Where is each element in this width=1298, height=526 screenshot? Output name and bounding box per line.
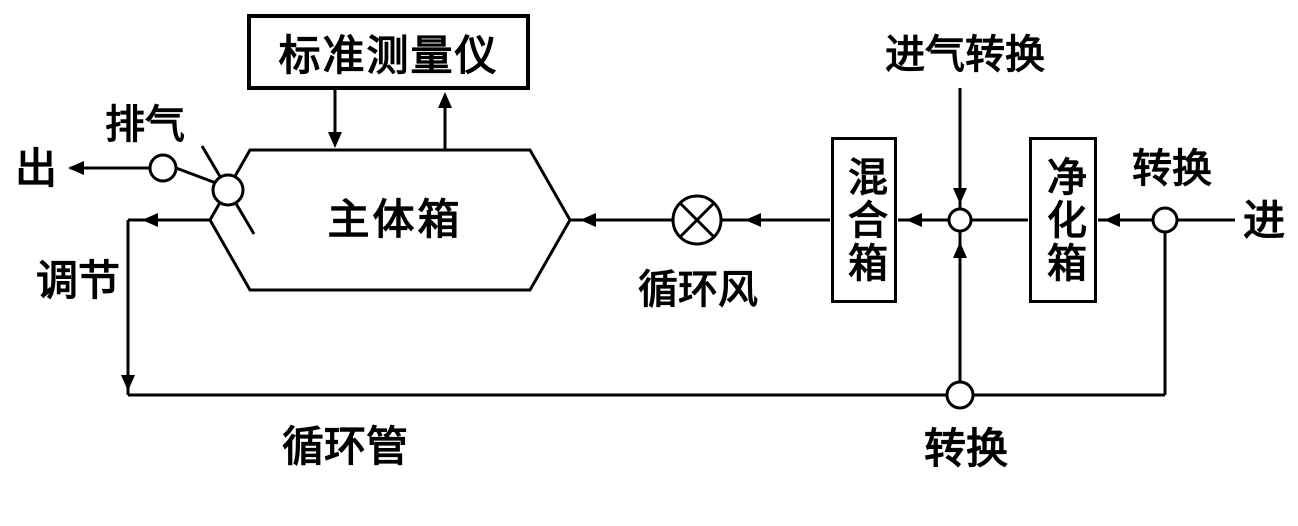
exhaust-label: 排气 bbox=[105, 103, 185, 147]
junction-node-icon bbox=[947, 207, 973, 233]
arrow-meter-down bbox=[328, 132, 342, 148]
out-label: 出 bbox=[14, 145, 57, 192]
circulating-fan-label: 循环风 bbox=[638, 268, 758, 312]
arrow-left-vertical-down bbox=[121, 375, 135, 391]
standard-meter-label: 标准测量仪 bbox=[278, 31, 499, 79]
standard-meter-box: 标准测量仪 bbox=[247, 14, 530, 90]
arrow-intake-down bbox=[953, 188, 967, 204]
regulate-label: 调节 bbox=[35, 257, 120, 304]
arrow-meter-up bbox=[438, 92, 452, 108]
intake-switch-label: 进气转换 bbox=[885, 33, 1045, 77]
switch-bottom-node-icon bbox=[945, 380, 975, 410]
exhaust-node-icon bbox=[148, 153, 178, 183]
valve-icon bbox=[211, 173, 245, 207]
switch-right-label: 转换 bbox=[1132, 147, 1212, 191]
circulation-pipe-label: 循环管 bbox=[281, 423, 408, 470]
arrow-into-mainbox bbox=[580, 213, 596, 227]
arrow-into-mixer bbox=[906, 213, 922, 227]
fan-icon-x2 bbox=[678, 201, 716, 239]
mixing-box-label: 混合箱 bbox=[842, 155, 886, 285]
inlet-label: 进 bbox=[1242, 197, 1285, 244]
arrow-exhaust-left bbox=[68, 161, 84, 175]
arrow-into-purifier bbox=[1104, 213, 1120, 227]
mixing-box: 混合箱 bbox=[831, 137, 897, 303]
purification-box: 净化箱 bbox=[1029, 137, 1097, 303]
switch-bottom-label: 转换 bbox=[923, 425, 1008, 472]
purification-box-label: 净化箱 bbox=[1041, 155, 1085, 285]
exhaust-line-right bbox=[175, 166, 217, 185]
arrow-bottom-up bbox=[953, 242, 967, 258]
arrow-mixer-to-fan bbox=[745, 213, 761, 227]
main-box-label: 主体箱 bbox=[327, 196, 463, 243]
arrow-regulate-left bbox=[142, 213, 158, 227]
switch-right-node-icon bbox=[1151, 206, 1179, 234]
